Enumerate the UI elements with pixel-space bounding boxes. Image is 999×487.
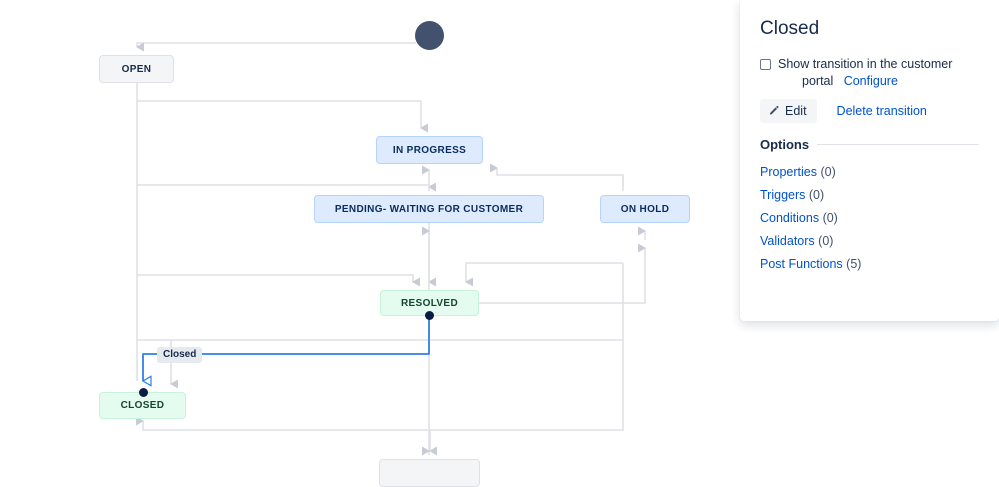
connector-dot-closed[interactable]: [139, 388, 148, 397]
option-validators-link[interactable]: Validators: [760, 234, 815, 248]
node-label: CLOSED: [120, 400, 165, 411]
panel-actions: Edit Delete transition: [760, 99, 979, 123]
option-properties-link[interactable]: Properties: [760, 165, 817, 179]
show-transition-checkbox[interactable]: [760, 59, 771, 70]
start-circle[interactable]: [415, 21, 444, 50]
option-post-functions-link[interactable]: Post Functions: [760, 257, 843, 271]
option-properties-count: (0): [820, 165, 836, 179]
node-label: OPEN: [121, 63, 152, 75]
workflow-node-pending-waiting-for-customer[interactable]: PENDING- WAITING FOR CUSTOMER: [314, 195, 544, 223]
transition-label-closed[interactable]: Closed: [157, 347, 203, 363]
pencil-icon: [768, 105, 780, 117]
option-conditions-count: (0): [822, 211, 838, 225]
option-properties: Properties (0): [760, 161, 979, 184]
options-divider: [817, 144, 979, 145]
workflow-node-open[interactable]: OPEN: [99, 55, 174, 83]
node-label: RESOLVED: [400, 297, 459, 309]
option-post-functions-count: (5): [846, 257, 862, 271]
transition-details-panel: Closed Show transition in the customer p…: [740, 0, 999, 321]
workflow-node-bottom-partial[interactable]: [379, 459, 480, 487]
option-triggers-count: (0): [808, 188, 825, 202]
options-heading: Options: [760, 137, 979, 152]
option-triggers: Triggers (0): [760, 184, 979, 207]
selected-transition-edge: [143, 316, 430, 381]
workflow-node-in-progress[interactable]: IN PROGRESS: [376, 136, 483, 164]
node-label: IN PROGRESS: [392, 144, 467, 156]
node-label: PENDING- WAITING FOR CUSTOMER: [334, 203, 524, 215]
option-triggers-link[interactable]: Triggers: [760, 188, 806, 202]
node-label: ON HOLD: [620, 203, 670, 215]
show-transition-label: Show transition in the customer portal C…: [778, 57, 953, 88]
panel-title: Closed: [760, 18, 820, 39]
delete-transition-link[interactable]: Delete transition: [836, 104, 927, 118]
configure-link[interactable]: Configure: [843, 74, 898, 88]
workflow-node-on-hold[interactable]: ON HOLD: [600, 195, 690, 223]
option-validators-count: (0): [818, 234, 834, 248]
option-conditions-link[interactable]: Conditions: [760, 211, 820, 225]
option-conditions: Conditions (0): [760, 207, 979, 230]
show-transition-row: Show transition in the customer portal C…: [760, 56, 979, 90]
options-heading-label: Options: [760, 137, 810, 152]
option-validators: Validators (0): [760, 230, 979, 253]
edit-button-label: Edit: [785, 104, 807, 118]
connector-dot-resolved[interactable]: [425, 311, 434, 320]
workflow-edges: [136, 42, 646, 456]
edit-button[interactable]: Edit: [760, 99, 817, 123]
option-post-functions: Post Functions (5): [760, 253, 979, 276]
